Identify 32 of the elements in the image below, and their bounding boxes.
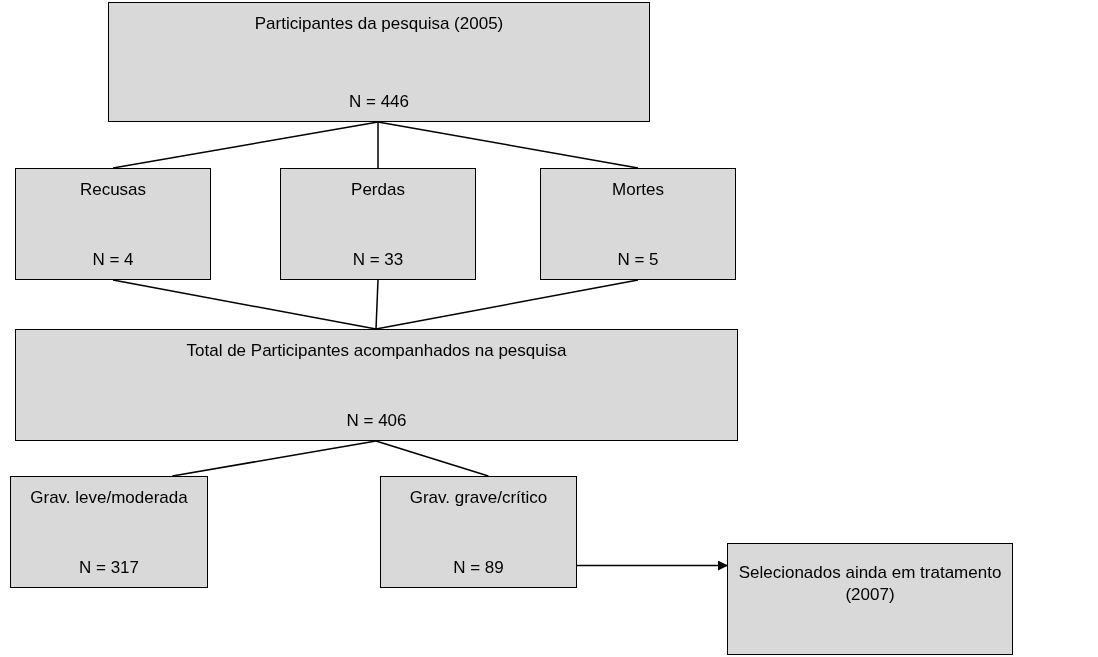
connector-line <box>112 121 379 169</box>
box-title: Selecionados ainda em tratamento (2007) <box>737 562 1003 606</box>
count-label: N = 406 <box>346 410 407 432</box>
process-box <box>15 168 211 280</box>
box-title: Mortes <box>612 179 664 201</box>
process-box <box>380 476 577 588</box>
count-label: N = 317 <box>79 557 139 579</box>
process-box <box>540 168 736 280</box>
process-box <box>10 476 208 588</box>
box-title: Grav. grave/crítico <box>409 487 548 509</box>
count-label: N = 33 <box>352 249 404 271</box>
connector-line <box>112 279 377 330</box>
box-title: Grav. leve/moderada <box>30 487 188 509</box>
process-box <box>727 543 1013 655</box>
box-title: Recusas <box>79 179 147 201</box>
process-box <box>108 2 650 122</box>
count-label: N = 89 <box>453 557 504 579</box>
count-label: N = 446 <box>349 91 409 113</box>
connector-line <box>377 121 379 169</box>
process-box <box>15 329 738 441</box>
connector-line <box>171 440 377 477</box>
process-box <box>280 168 476 280</box>
connector-line <box>375 279 639 330</box>
box-title: Perdas <box>351 179 405 201</box>
connector-line <box>375 440 490 477</box>
box-title: Total de Participantes acompanhados na pesquisa <box>186 340 567 362</box>
count-label: N = 5 <box>617 249 659 271</box>
connector-line <box>377 121 639 169</box>
arrow <box>576 560 728 571</box>
count-label: N = 4 <box>92 249 134 271</box>
connector-line <box>375 279 379 330</box>
box-title: Participantes da pesquisa (2005) <box>254 13 504 35</box>
